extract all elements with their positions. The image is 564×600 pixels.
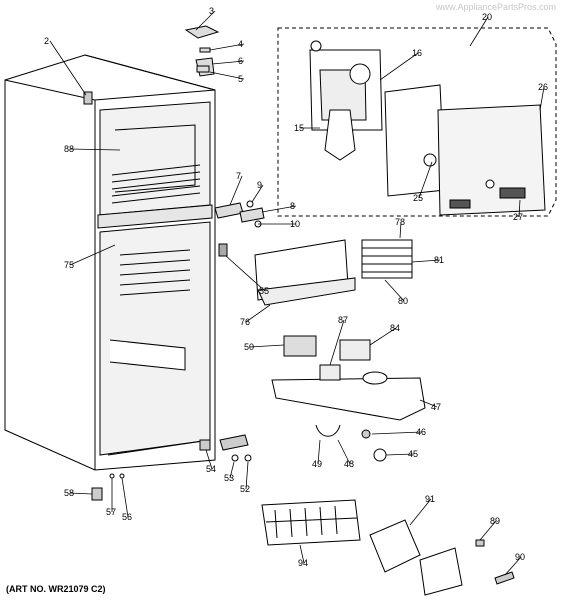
part-label-87: 87 bbox=[338, 315, 348, 325]
leader-line-8 bbox=[261, 205, 297, 213]
part-label-20: 20 bbox=[482, 12, 492, 22]
leader-line-46 bbox=[371, 431, 423, 435]
part-label-75: 75 bbox=[64, 260, 74, 270]
leader-line-2 bbox=[49, 40, 87, 96]
part-label-3: 3 bbox=[209, 6, 214, 16]
part-label-50: 50 bbox=[244, 342, 254, 352]
part-label-89: 89 bbox=[490, 516, 500, 526]
evaporator-section-boundary bbox=[277, 27, 557, 217]
part-label-15: 15 bbox=[294, 123, 304, 133]
part-label-4: 4 bbox=[238, 39, 243, 49]
refrigerator-cabinet bbox=[4, 54, 216, 471]
leader-line-76 bbox=[245, 304, 271, 323]
leader-line-16 bbox=[379, 52, 419, 81]
leader-line-49 bbox=[317, 439, 321, 465]
leader-line-47 bbox=[419, 399, 438, 408]
leader-line-87 bbox=[329, 319, 345, 366]
part-label-46: 46 bbox=[416, 427, 426, 437]
part-label-78: 78 bbox=[395, 217, 405, 227]
leader-line-5 bbox=[209, 71, 245, 80]
part-label-90: 90 bbox=[515, 552, 525, 562]
bottom-hinge-parts bbox=[91, 434, 252, 501]
leader-line-25 bbox=[418, 161, 433, 199]
crisper-cover bbox=[254, 239, 356, 306]
ice-tray bbox=[261, 499, 361, 546]
leader-line-80 bbox=[384, 279, 405, 302]
part-label-9: 9 bbox=[257, 180, 262, 190]
part-label-5: 5 bbox=[238, 74, 243, 84]
part-label-26: 26 bbox=[538, 82, 548, 92]
part-label-54: 54 bbox=[206, 464, 216, 474]
leader-lines bbox=[49, 10, 545, 576]
part-label-58: 58 bbox=[64, 488, 74, 498]
leader-line-89 bbox=[479, 520, 497, 541]
leader-line-9 bbox=[251, 184, 264, 203]
part-label-55: 55 bbox=[259, 286, 269, 296]
leader-line-58 bbox=[69, 492, 93, 495]
leader-line-52 bbox=[245, 461, 249, 490]
leader-line-53 bbox=[229, 461, 235, 479]
part-label-16: 16 bbox=[412, 48, 422, 58]
leader-line-54 bbox=[205, 449, 213, 470]
leader-line-6 bbox=[211, 60, 245, 65]
leader-line-48 bbox=[337, 439, 351, 465]
part-label-7: 7 bbox=[236, 171, 241, 181]
part-label-91: 91 bbox=[425, 494, 435, 504]
part-label-47: 47 bbox=[431, 402, 441, 412]
leader-line-56 bbox=[121, 477, 129, 518]
leader-line-27 bbox=[518, 199, 521, 218]
leader-line-78 bbox=[399, 221, 402, 239]
evaporator-coil bbox=[361, 239, 413, 279]
leader-line-20 bbox=[469, 16, 489, 47]
leader-line-4 bbox=[209, 43, 245, 51]
part-label-84: 84 bbox=[390, 323, 400, 333]
leader-line-84 bbox=[369, 327, 397, 346]
top-hinge-parts bbox=[184, 25, 220, 77]
leader-line-75 bbox=[69, 244, 116, 266]
drain-pan-assembly bbox=[271, 335, 426, 462]
part-label-76: 76 bbox=[240, 317, 250, 327]
part-label-45: 45 bbox=[408, 449, 418, 459]
leader-line-3 bbox=[195, 10, 216, 31]
part-label-52: 52 bbox=[240, 484, 250, 494]
leader-line-50 bbox=[249, 344, 285, 348]
leader-line-94 bbox=[299, 544, 305, 564]
ice-bin-parts bbox=[369, 519, 515, 596]
part-label-53: 53 bbox=[224, 473, 234, 483]
part-label-10: 10 bbox=[290, 219, 300, 229]
part-label-6: 6 bbox=[238, 56, 243, 66]
part-label-8: 8 bbox=[290, 201, 295, 211]
leader-line-45 bbox=[385, 453, 415, 456]
part-label-94: 94 bbox=[298, 558, 308, 568]
part-label-27: 27 bbox=[513, 212, 523, 222]
part-label-49: 49 bbox=[312, 459, 322, 469]
leader-line-88 bbox=[69, 148, 121, 151]
part-label-25: 25 bbox=[413, 193, 423, 203]
leader-line-91 bbox=[409, 498, 432, 526]
leader-line-7 bbox=[229, 175, 243, 206]
evaporator-cover-assembly bbox=[309, 40, 546, 216]
part-label-48: 48 bbox=[344, 459, 354, 469]
part-label-88: 88 bbox=[64, 144, 74, 154]
center-hinge-parts bbox=[214, 200, 265, 257]
leader-line-90 bbox=[504, 556, 522, 576]
watermark-text: www.AppliancePartsPros.com bbox=[435, 2, 556, 12]
leader-line-81 bbox=[411, 259, 441, 263]
part-label-81: 81 bbox=[434, 255, 444, 265]
leader-line-55 bbox=[225, 255, 266, 292]
part-label-80: 80 bbox=[398, 296, 408, 306]
part-label-2: 2 bbox=[44, 36, 49, 46]
part-label-56: 56 bbox=[122, 512, 132, 522]
art-number: (ART NO. WR21079 C2) bbox=[6, 584, 106, 594]
leader-line-26 bbox=[539, 86, 545, 111]
part-label-57: 57 bbox=[106, 507, 116, 517]
